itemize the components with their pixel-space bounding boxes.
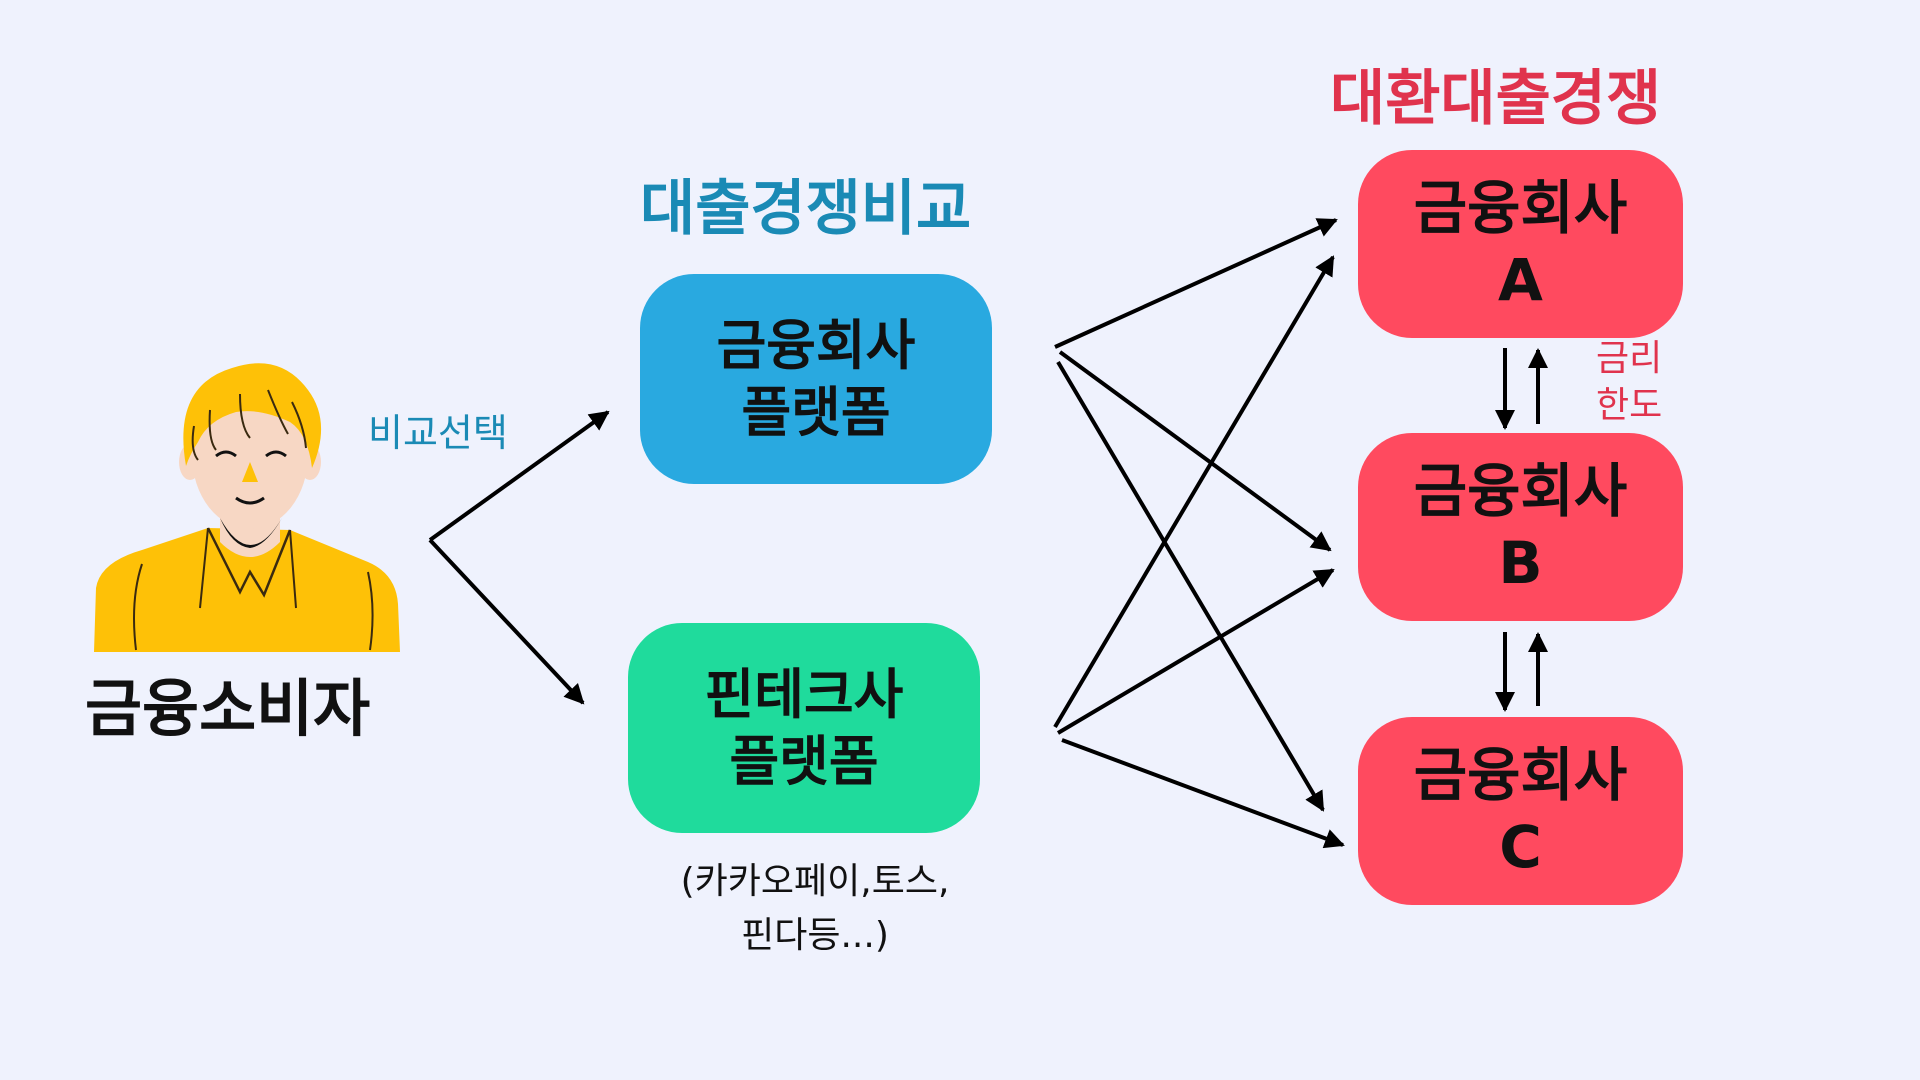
company-c-name: 금융회사 [1413, 740, 1628, 809]
bank-platform-line1: 금융회사 [716, 313, 916, 377]
company-a-box: 금융회사 A [1358, 150, 1683, 338]
rate-label: 금리 [1596, 338, 1663, 379]
bank-platform-line2: 플랫폼 [741, 381, 891, 444]
refinance-title: 대환대출경쟁 [1330, 64, 1662, 134]
arrow-consumer-to-fintech-platform [428, 538, 585, 705]
fintech-platform-line1: 핀테크사 [704, 662, 904, 726]
compare-select-label: 비교선택 [368, 411, 508, 455]
person-icon [94, 363, 400, 652]
limit-label: 한도 [1596, 384, 1663, 426]
bank-platform-box: 금융회사 플랫폼 [640, 274, 992, 484]
fintech-examples-line2: 핀다등...) [741, 915, 889, 956]
company-b-name: 금융회사 [1413, 456, 1628, 525]
arrow-fintech-platform-to-b [1056, 568, 1335, 735]
company-c-letter: C [1499, 813, 1542, 881]
arrow-bank-platform-to-b [1058, 350, 1332, 552]
company-c-box: 금융회사 C [1358, 717, 1683, 905]
rate-limit-label: 금리 한도 [1596, 336, 1662, 430]
comparison-title: 대출경쟁비교 [640, 174, 972, 244]
fintech-platform-box: 핀테크사 플랫폼 [628, 623, 980, 833]
arrow-fintech-platform-to-c [1061, 738, 1345, 849]
arrow-bank-platform-to-a [1054, 218, 1338, 349]
fintech-platform-line2: 플랫폼 [729, 730, 879, 793]
arrow-bank-platform-to-c [1056, 360, 1325, 812]
arrow-consumer-to-bank-platform [428, 410, 610, 542]
company-b-letter: B [1498, 529, 1543, 597]
company-a-name: 금융회사 [1413, 173, 1628, 242]
arrow-fintech-platform-to-a [1053, 255, 1335, 729]
fintech-examples-line1: (카카오페이,토스, [680, 861, 950, 902]
company-a-letter: A [1498, 246, 1543, 314]
consumer-label: 금융소비자 [85, 672, 371, 745]
company-b-box: 금융회사 B [1358, 433, 1683, 621]
fintech-examples: (카카오페이,토스, 핀다등...) [630, 855, 1000, 963]
